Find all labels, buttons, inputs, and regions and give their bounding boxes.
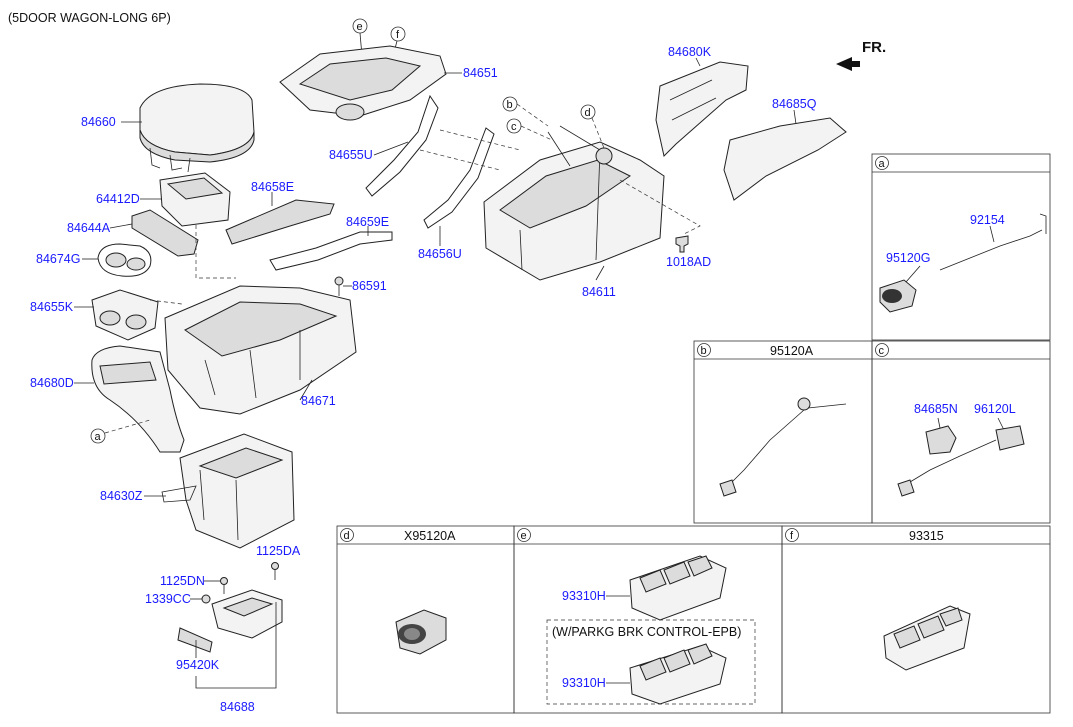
mat-84644A — [131, 209, 199, 257]
part-84685N: 84685N — [914, 402, 958, 416]
part-84630Z: 84630Z — [100, 489, 143, 503]
detail-box-f: f 93315 — [781, 525, 1051, 714]
screw-86591 — [334, 276, 344, 296]
switch-bracket-95420K — [177, 627, 213, 653]
callout-a-left-letter: a — [95, 431, 102, 443]
callout-c-letter: c — [511, 121, 517, 133]
side-trim-84655U — [365, 94, 439, 197]
detail-box-e: e 93310H (W/PARKG BRK CONTROL-EPB) 93310… — [513, 525, 783, 714]
part-84651: 84651 — [463, 66, 498, 80]
console-frame-84611 — [483, 125, 665, 281]
part-93310H-top: 93310H — [562, 589, 606, 603]
part-1125DA: 1125DA — [256, 544, 301, 558]
aux-jack-96120L — [897, 425, 1025, 497]
callout-d — [580, 104, 596, 120]
part-84655K: 84655K — [30, 300, 74, 314]
model-note: (5DOOR WAGON-LONG 6P) — [8, 11, 171, 25]
part-84674G: 84674G — [36, 252, 80, 266]
part-84658E: 84658E — [251, 180, 294, 194]
part-84611: 84611 — [582, 285, 616, 299]
part-84680D: 84680D — [30, 376, 74, 390]
detail-box-c: c 84685N 96120L — [871, 340, 1051, 524]
part-84685Q: 84685Q — [772, 97, 817, 111]
side-panel-84685Q — [723, 117, 847, 201]
part-96120L: 96120L — [974, 402, 1016, 416]
console-body-84671 — [164, 285, 357, 415]
switch-assembly-93310H-top — [629, 555, 727, 621]
bezel-84685N — [925, 425, 957, 455]
detail-b-letter: b — [701, 345, 707, 357]
part-84655U: 84655U — [329, 148, 373, 162]
front-direction-indicator: FR. — [836, 39, 886, 71]
side-trim-84658E — [225, 199, 335, 245]
part-64412D: 64412D — [96, 192, 140, 206]
detail-box-b: b 95120A — [693, 340, 873, 524]
callout-a-left — [90, 428, 106, 444]
part-84680K: 84680K — [668, 45, 712, 59]
bracket-84630Z — [161, 433, 295, 549]
clip-1018AD — [675, 235, 689, 253]
front-label: FR. — [862, 39, 886, 56]
part-86591: 86591 — [352, 279, 387, 293]
part-93310H-bottom: 93310H — [562, 676, 606, 690]
part-84659E: 84659E — [346, 215, 389, 229]
storage-tray-64412D — [159, 172, 231, 227]
part-1018AD: 1018AD — [666, 255, 711, 269]
part-84688: 84688 — [220, 700, 255, 714]
epb-note: (W/PARKG BRK CONTROL-EPB) — [552, 625, 741, 639]
detail-box-a: a 92154 95120G — [871, 153, 1051, 341]
side-trim-84659E — [269, 231, 393, 271]
mounting-bracket — [211, 589, 283, 639]
detail-c-letter: c — [879, 345, 885, 357]
side-panel-84680K — [655, 61, 749, 157]
nut-1339CC — [201, 594, 211, 604]
shift-panel-84651 — [279, 45, 447, 121]
part-1125DN: 1125DN — [160, 574, 205, 588]
part-95120G: 95120G — [886, 251, 930, 265]
cup-mat-84674G — [97, 243, 152, 277]
detail-b-title: 95120A — [770, 344, 814, 358]
usb-harness-95120A — [719, 397, 847, 497]
switch-assembly-93315 — [883, 605, 971, 671]
switch-assembly-93310H-bottom — [629, 643, 727, 705]
detail-f-title: 93315 — [909, 529, 944, 543]
callout-b-letter: b — [507, 99, 513, 111]
part-84644A: 84644A — [67, 221, 111, 235]
power-outlet-95120G — [879, 279, 917, 313]
bolt-1125DN — [220, 577, 228, 594]
power-outlet-X95120A — [395, 609, 447, 655]
cable-92154 — [939, 213, 1047, 271]
part-84660: 84660 — [81, 115, 116, 129]
bolt-1125DA — [271, 562, 279, 580]
detail-a-letter: a — [879, 158, 886, 170]
cup-holder-84655K — [91, 289, 159, 341]
detail-e-letter: e — [521, 530, 527, 542]
part-84656U: 84656U — [418, 247, 462, 261]
detail-box-d: d X95120A — [336, 525, 515, 714]
callout-f-letter: f — [396, 29, 400, 41]
armrest-84660 — [139, 83, 255, 173]
part-95420K: 95420K — [176, 658, 220, 672]
part-1339CC: 1339CC — [145, 592, 191, 606]
callout-d-letter: d — [585, 107, 591, 119]
part-84671: 84671 — [301, 394, 336, 408]
callout-e-letter: e — [357, 21, 363, 33]
callout-f — [390, 26, 406, 42]
detail-d-letter: d — [344, 530, 350, 542]
side-trim-84656U — [423, 127, 495, 229]
part-92154: 92154 — [970, 213, 1005, 227]
detail-f-letter: f — [790, 530, 794, 542]
front-arrow-icon — [836, 57, 860, 71]
detail-d-title: X95120A — [404, 529, 456, 543]
console-trim-84680D — [91, 345, 185, 453]
